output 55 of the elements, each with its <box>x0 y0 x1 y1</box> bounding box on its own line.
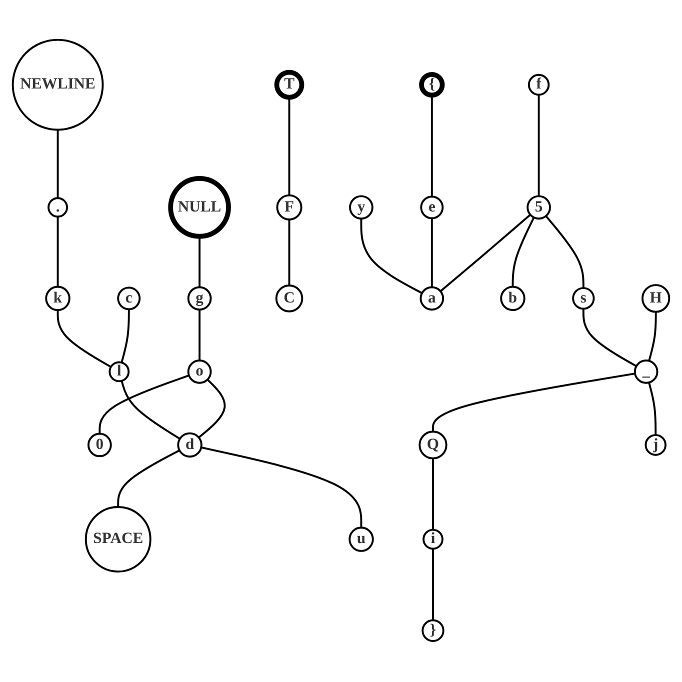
node-circle: f <box>528 74 550 96</box>
connector <box>432 548 434 620</box>
node-circle: a <box>420 286 444 311</box>
connector <box>117 449 180 507</box>
connector <box>198 310 201 360</box>
connector <box>648 312 657 362</box>
node-circle: o <box>187 359 212 384</box>
connector <box>648 382 657 435</box>
connector <box>288 97 290 196</box>
connector <box>120 309 130 363</box>
connector <box>288 219 290 286</box>
connector <box>512 216 535 287</box>
connector <box>430 95 433 197</box>
node-circle: e <box>420 196 444 220</box>
node-circle: b <box>500 286 526 311</box>
connector <box>56 310 112 368</box>
connector <box>440 214 531 292</box>
node-circle: F <box>276 194 302 220</box>
connector <box>430 218 433 288</box>
node-circle: 0 <box>87 432 112 458</box>
connector <box>56 130 59 198</box>
connector <box>200 446 362 528</box>
node-circle: l <box>108 361 130 382</box>
node-circle: 5 <box>526 195 551 220</box>
node-circle: _ <box>634 359 658 384</box>
connector <box>545 215 584 288</box>
connector <box>56 216 59 287</box>
node-circle: NULL <box>168 176 231 239</box>
node-circle: j <box>644 434 666 456</box>
node-circle: . <box>48 197 68 218</box>
node-circle: T <box>274 70 304 100</box>
node-circle: u <box>348 526 374 552</box>
node-circle: g <box>187 286 212 311</box>
node-circle: H <box>642 284 670 313</box>
node-circle: { <box>419 72 445 98</box>
node-circle: d <box>177 432 202 458</box>
node-circle: y <box>349 195 374 220</box>
connector <box>432 458 434 530</box>
node-circle: c <box>117 286 141 310</box>
node-circle: Q <box>418 430 448 460</box>
connector <box>582 308 637 367</box>
node-circle: C <box>275 284 304 312</box>
connector <box>120 380 180 440</box>
connector <box>98 374 190 434</box>
node-circle: NEWLINE <box>12 38 104 131</box>
node-circle: } <box>422 619 444 642</box>
node-circle: i <box>422 528 444 550</box>
connector <box>198 236 201 288</box>
connector <box>360 218 422 294</box>
node-circle: SPACE <box>84 506 152 572</box>
node-circle: s <box>572 287 595 310</box>
connector <box>538 94 540 196</box>
connector <box>198 378 226 438</box>
node-circle: k <box>45 286 70 311</box>
connector <box>432 372 636 432</box>
